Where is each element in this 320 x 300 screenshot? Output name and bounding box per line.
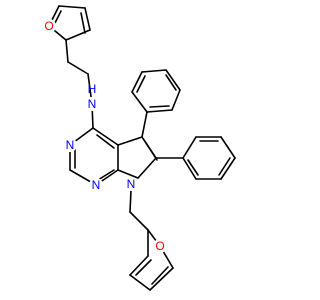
atom-o-top: O <box>42 19 56 33</box>
molecule-diagram: O N H N N N O <box>42 5 236 291</box>
atom-o-bottom: O <box>153 239 167 253</box>
phenyl-ring-top <box>131 69 181 138</box>
nitrogen-label-pyrrole: N <box>127 177 136 191</box>
phenyl-ring-right <box>155 136 236 180</box>
nitrogen-label-pyrimidine-3: N <box>66 138 75 152</box>
atom-n-pyrrole: N <box>124 177 138 191</box>
methylene-linker-bottom <box>129 189 149 231</box>
pyrimidine-ring <box>69 103 119 186</box>
structure-canvas: O N H N N N O <box>42 5 236 291</box>
pyrrole-ring <box>117 136 158 179</box>
atom-n-amine: N H <box>85 82 99 111</box>
atom-n-pyrimidine-3: N <box>63 138 77 152</box>
nitrogen-label-amine: N <box>88 97 97 111</box>
oxygen-label-top: O <box>44 19 53 33</box>
hydrogen-label-amine: H <box>88 82 97 96</box>
furan-ring-top <box>48 5 91 41</box>
oxygen-label-bottom: O <box>155 239 164 253</box>
nitrogen-label-pyrimidine-1: N <box>92 178 101 192</box>
atom-n-pyrimidine-1: N <box>89 178 103 192</box>
furan-ring-bottom <box>129 229 174 291</box>
